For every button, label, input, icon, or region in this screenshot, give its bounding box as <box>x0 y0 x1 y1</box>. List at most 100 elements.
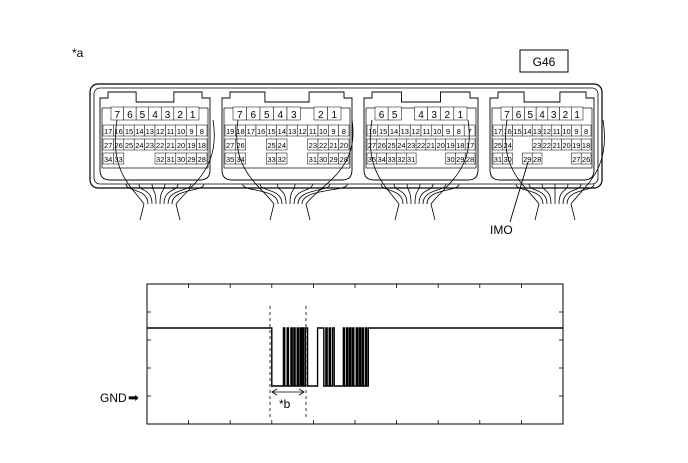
pin-number: 1 <box>190 110 196 121</box>
pin-number: 33 <box>114 155 122 164</box>
pin-number: 32 <box>278 155 286 164</box>
pin-number: 16 <box>368 127 376 136</box>
pin-number: 33 <box>387 155 395 164</box>
pin-number: 28 <box>198 155 206 164</box>
pin-cell <box>580 138 592 151</box>
pin-number: 19 <box>572 141 580 150</box>
pin-number: 12 <box>543 127 551 136</box>
pin-number: 17 <box>494 127 502 136</box>
pin-number: 2 <box>445 110 451 121</box>
pin-number: 6 <box>250 110 256 121</box>
gnd-label: GND <box>100 391 127 405</box>
pin-number: 28 <box>533 155 541 164</box>
pin-cell <box>196 152 208 165</box>
pin-cell <box>387 106 402 121</box>
pin-number: 30 <box>177 155 185 164</box>
pin-number: 10 <box>319 127 327 136</box>
pin-number: 2 <box>563 110 569 121</box>
pin-number: 27 <box>368 141 376 150</box>
pin-number: 29 <box>329 155 337 164</box>
pin-number: 25 <box>125 141 133 150</box>
pin-number: 4 <box>277 110 283 121</box>
pin-cell <box>235 138 246 151</box>
pin-number: 30 <box>504 155 512 164</box>
pin-number: 1 <box>574 110 580 121</box>
pin-number: 7 <box>504 110 510 121</box>
pin-number: 19 <box>226 127 234 136</box>
pin-number: 21 <box>166 141 174 150</box>
pin-number: 31 <box>407 155 415 164</box>
pin-number: 17 <box>104 127 112 136</box>
wire-bundle <box>505 119 605 221</box>
pin-number: 17 <box>466 141 474 150</box>
pin-number: 15 <box>125 127 133 136</box>
pin-number: 15 <box>513 127 521 136</box>
pin-number: 7 <box>237 110 243 121</box>
pin-number: 20 <box>177 141 185 150</box>
callout-b-label: *b <box>279 397 291 411</box>
pin-number: 18 <box>198 141 206 150</box>
pin-number: 26 <box>236 141 244 150</box>
wire-bundle <box>114 119 215 221</box>
pin-number: 34 <box>378 155 386 164</box>
pin-number: 24 <box>278 141 286 150</box>
pin-cell <box>327 106 342 121</box>
pin-number: 2 <box>318 110 324 121</box>
pin-number: 16 <box>114 127 122 136</box>
pin-cell <box>276 138 288 151</box>
pin-number: 31 <box>309 155 317 164</box>
pin-number: 12 <box>156 127 164 136</box>
pin-number: 11 <box>167 127 175 136</box>
pin-number: 15 <box>379 127 387 136</box>
pin-number: 29 <box>456 155 464 164</box>
pin-cell <box>276 152 288 165</box>
pin-number: 21 <box>329 141 337 150</box>
pin-number: 14 <box>135 127 143 136</box>
imo-leader-line <box>509 161 529 223</box>
pin-cell <box>338 152 350 165</box>
pin-number: 14 <box>523 127 531 136</box>
pin-number: 2 <box>177 110 183 121</box>
pin-number: 32 <box>397 155 405 164</box>
pin-number: 28 <box>466 155 474 164</box>
pin-number: 27 <box>226 141 234 150</box>
pin-number: 10 <box>562 127 570 136</box>
pin-number: 6 <box>127 110 133 121</box>
pin-number: 22 <box>417 141 425 150</box>
pin-number: 18 <box>582 141 590 150</box>
pin-number: 34 <box>104 155 112 164</box>
pin-number: 16 <box>257 127 265 136</box>
pin-number: 22 <box>156 141 164 150</box>
imo-label: IMO <box>490 223 513 237</box>
connector-code-label: G46 <box>533 55 556 69</box>
connector-code-box <box>519 49 569 73</box>
pin-number: 23 <box>407 141 415 150</box>
pin-cell <box>338 138 350 151</box>
pin-number: 19 <box>446 141 454 150</box>
pin-number: 25 <box>494 141 502 150</box>
pin-number: 6 <box>516 110 522 121</box>
pin-cell <box>580 124 592 137</box>
pin-number: 13 <box>401 127 409 136</box>
pin-number: 8 <box>200 127 204 136</box>
pin-number: 4 <box>418 110 424 121</box>
pin-number: 11 <box>423 127 431 136</box>
pin-number: 14 <box>278 127 286 136</box>
pin-number: 9 <box>331 127 335 136</box>
pin-number: 8 <box>342 127 346 136</box>
pin-number: 14 <box>390 127 398 136</box>
pin-number: 11 <box>309 127 317 136</box>
pin-cell <box>502 138 513 151</box>
pin-number: 12 <box>411 127 419 136</box>
pin-number: 26 <box>114 141 122 150</box>
pin-number: 13 <box>146 127 154 136</box>
pin-number: 13 <box>533 127 541 136</box>
pin-cell <box>453 106 468 121</box>
pin-cell <box>196 138 208 151</box>
pin-number: 18 <box>456 141 464 150</box>
pin-number: 35 <box>226 155 234 164</box>
pin-number: 10 <box>433 127 441 136</box>
pin-number: 31 <box>494 155 502 164</box>
